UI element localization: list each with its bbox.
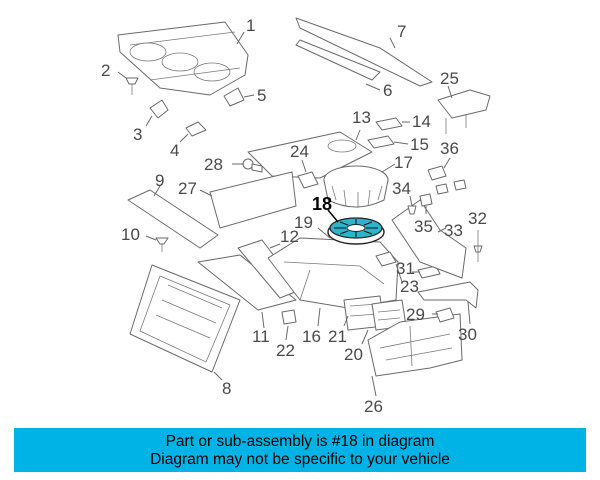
- callout-11: 11: [252, 327, 270, 346]
- callout-6: 6: [383, 81, 392, 100]
- callout-31: 31: [396, 259, 415, 278]
- callout-21: 21: [328, 327, 347, 346]
- callout-24: 24: [290, 142, 309, 161]
- callout-16: 16: [302, 327, 321, 346]
- part-14-pad[interactable]: [375, 117, 403, 131]
- part-22-clip[interactable]: [281, 309, 297, 325]
- part-24-handle[interactable]: [297, 171, 319, 189]
- part-35-clip[interactable]: [419, 193, 433, 207]
- callout-34: 34: [392, 179, 411, 198]
- part-7-trim-panel[interactable]: [295, 17, 433, 87]
- callout-2: 2: [101, 61, 110, 80]
- part-23-bracket[interactable]: [375, 251, 397, 267]
- part-36-fastener[interactable]: [427, 165, 467, 195]
- callout-7: 7: [397, 22, 406, 41]
- part-27-trim-panel[interactable]: [209, 171, 297, 229]
- part-30-side-rail[interactable]: [417, 281, 479, 309]
- callout-18: 18: [312, 194, 332, 214]
- callout-12: 12: [280, 227, 299, 246]
- part-29-clip[interactable]: [435, 307, 455, 323]
- callout-14: 14: [412, 112, 431, 131]
- parts-diagram: 1 2 3 4 5 6 7 8 9 10 11 12 13 14 15 16 1…: [101, 16, 491, 416]
- callout-4: 4: [170, 141, 179, 160]
- info-banner: Part or sub-assembly is #18 in diagram D…: [14, 428, 586, 472]
- callout-22: 22: [276, 341, 295, 360]
- part-4-bracket[interactable]: [185, 121, 207, 137]
- callout-30: 30: [458, 325, 477, 344]
- part-31-strap[interactable]: [417, 265, 441, 279]
- callout-1: 1: [246, 16, 255, 35]
- callout-32: 32: [468, 209, 487, 228]
- part-8-trunk-lid-liner[interactable]: [129, 264, 241, 373]
- callout-36: 36: [440, 139, 459, 158]
- callout-35: 35: [414, 217, 433, 236]
- callout-27: 27: [178, 179, 197, 198]
- callout-33: 33: [444, 221, 463, 240]
- part-9-sill-plate[interactable]: [127, 189, 219, 249]
- callout-23: 23: [400, 277, 419, 296]
- callout-19: 19: [294, 213, 313, 232]
- part-32-bolt[interactable]: [473, 230, 483, 262]
- part-2-clip[interactable]: [125, 77, 139, 95]
- callout-25: 25: [440, 69, 459, 88]
- part-15-pad[interactable]: [367, 135, 395, 149]
- callout-8: 8: [222, 379, 231, 398]
- part-17-spare-tire-well[interactable]: [323, 165, 389, 208]
- part-11-side-trim[interactable]: [197, 254, 297, 311]
- part-10-clip[interactable]: [155, 237, 169, 252]
- part-33-quarter-trim[interactable]: [391, 199, 467, 279]
- part-13-trunk-floor-cover[interactable]: [247, 131, 373, 179]
- callout-29: 29: [406, 305, 425, 324]
- part-25-latch[interactable]: [437, 89, 491, 134]
- part-3-bracket[interactable]: [149, 99, 169, 119]
- part-16-trunk-floor-tub[interactable]: [267, 237, 399, 309]
- callout-3: 3: [133, 125, 142, 144]
- callout-26: 26: [364, 397, 383, 416]
- callout-5: 5: [257, 86, 266, 105]
- callout-28: 28: [204, 155, 223, 174]
- callout-20: 20: [344, 345, 363, 364]
- callout-10: 10: [121, 225, 140, 244]
- banner-line-1: Part or sub-assembly is #18 in diagram: [165, 433, 435, 450]
- part-34-clip[interactable]: [407, 205, 417, 215]
- part-18-spare-tire-cover[interactable]: [327, 217, 385, 245]
- part-26-side-storage[interactable]: [367, 313, 463, 377]
- part-6-trim-strip[interactable]: [295, 39, 381, 81]
- part-1-package-tray[interactable]: [117, 21, 249, 96]
- part-5-bracket[interactable]: [223, 87, 245, 107]
- callout-9: 9: [155, 171, 164, 190]
- callout-15: 15: [410, 135, 429, 154]
- callout-13: 13: [352, 108, 371, 127]
- callout-17: 17: [394, 153, 413, 172]
- banner-line-2: Diagram may not be specific to your vehi…: [150, 451, 450, 468]
